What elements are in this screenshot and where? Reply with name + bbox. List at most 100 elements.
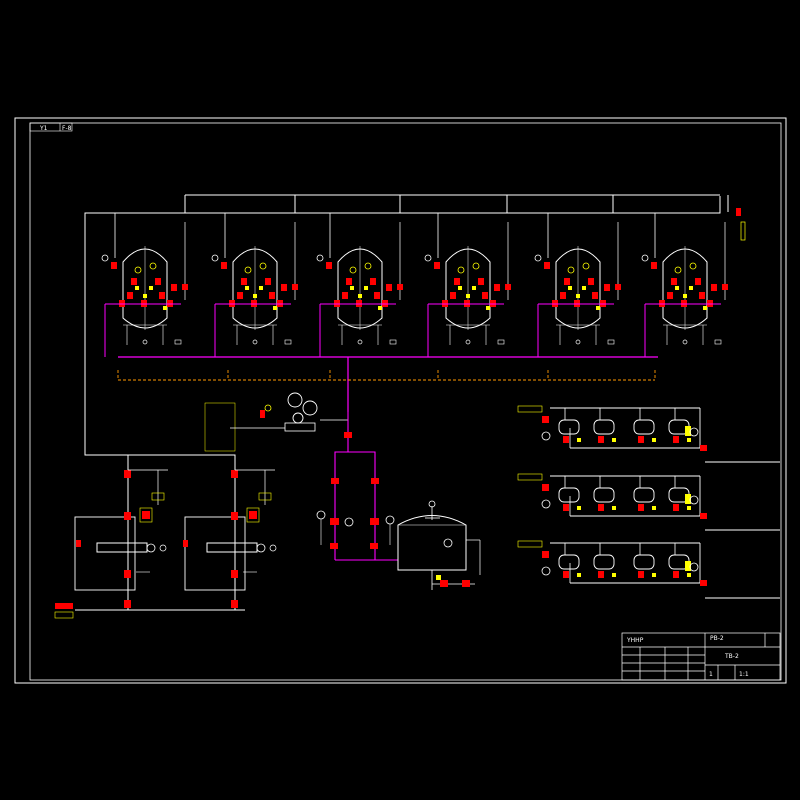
- valve: [563, 436, 569, 443]
- valve: [673, 504, 679, 511]
- return-line: [117, 370, 656, 381]
- tank-shell: [445, 248, 491, 329]
- drain-box: [284, 339, 292, 345]
- filter-housing: [633, 554, 655, 570]
- pressure-gauge-icon: [641, 254, 649, 262]
- valve: [667, 292, 673, 299]
- fitting: [273, 306, 277, 310]
- tank-shell: [122, 248, 168, 329]
- hx-pump-icon: [146, 543, 156, 553]
- fitting: [576, 294, 580, 298]
- valve: [699, 292, 705, 299]
- fitting: [652, 506, 656, 510]
- valve: [598, 436, 604, 443]
- fitting: [703, 306, 707, 310]
- fitting: [486, 306, 490, 310]
- drain-point: [142, 339, 148, 345]
- control-box: [246, 507, 260, 523]
- blower-group: [204, 392, 348, 452]
- valve: [651, 262, 657, 269]
- valve: [722, 284, 728, 290]
- indicator: [685, 561, 691, 571]
- filter-housing: [558, 554, 580, 570]
- gauge-icon: [159, 544, 167, 552]
- hx-shell: [96, 542, 148, 553]
- drain-point: [252, 339, 258, 345]
- fitting: [612, 506, 616, 510]
- valve: [700, 580, 707, 586]
- collecting-header: [118, 356, 658, 412]
- fitting: [149, 286, 153, 290]
- filter-housing: [593, 554, 615, 570]
- gauge-icon: [134, 266, 142, 274]
- filter-battery: [517, 540, 707, 586]
- filter-battery: [517, 473, 707, 519]
- fitting: [472, 286, 476, 290]
- valve: [560, 292, 566, 299]
- filter-housing: [633, 487, 655, 503]
- fermentation-tank: [641, 213, 728, 357]
- filter-box: [151, 492, 165, 501]
- filter-box: [258, 492, 272, 501]
- valve: [505, 284, 511, 290]
- valve: [76, 540, 81, 547]
- valve: [615, 284, 621, 290]
- tank-shell: [662, 248, 708, 329]
- fitting: [378, 306, 382, 310]
- fitting: [687, 438, 691, 442]
- valve: [124, 470, 131, 478]
- pump-icon: [541, 431, 551, 441]
- valve: [638, 571, 644, 578]
- gauge-icon: [689, 262, 697, 270]
- valve: [231, 600, 238, 608]
- fitting: [364, 286, 368, 290]
- drain-point: [575, 339, 581, 345]
- fitting: [577, 573, 581, 577]
- hx-loop: [74, 516, 136, 591]
- gauge-icon: [457, 266, 465, 274]
- filter-housing: [558, 419, 580, 435]
- gauge-icon: [472, 262, 480, 270]
- hx-shell: [206, 542, 258, 553]
- valve: [563, 571, 569, 578]
- control-valve: [142, 511, 150, 519]
- valve: [237, 292, 243, 299]
- valve: [671, 278, 677, 285]
- top-right-valve: [736, 208, 741, 216]
- right-supply-lines: [705, 461, 780, 599]
- gauge-icon: [689, 427, 699, 437]
- valve: [221, 262, 227, 269]
- fitting: [259, 286, 263, 290]
- valve: [695, 278, 701, 285]
- tank-shell: [337, 248, 383, 329]
- fitting: [245, 286, 249, 290]
- fitting: [350, 286, 354, 290]
- title-company: YHHP: [626, 637, 644, 644]
- fermentation-tank: [211, 213, 298, 357]
- fitting: [675, 286, 679, 290]
- valve: [564, 278, 570, 285]
- drain-point: [357, 339, 363, 345]
- pressure-gauge-icon: [211, 254, 219, 262]
- fitting: [582, 286, 586, 290]
- corner-tag-2: F-8: [62, 125, 72, 132]
- gauge-icon: [269, 544, 277, 552]
- valve: [265, 278, 271, 285]
- fermentation-tank: [101, 213, 188, 357]
- valve: [700, 513, 707, 519]
- valve: [542, 484, 549, 491]
- gauge-icon: [674, 266, 682, 274]
- control-valve: [249, 511, 257, 519]
- pump-icon: [541, 566, 551, 576]
- valve: [588, 278, 594, 285]
- valve: [241, 278, 247, 285]
- drain-point: [682, 339, 688, 345]
- hx-loop: [184, 516, 246, 591]
- tank-row: [101, 213, 728, 357]
- tag-box: [517, 473, 543, 481]
- title-drawing-title: TB-2: [724, 653, 739, 660]
- gauge-icon: [582, 262, 590, 270]
- pressure-gauge-icon: [316, 254, 324, 262]
- pressure-gauge-icon: [101, 254, 109, 262]
- valve: [542, 416, 549, 423]
